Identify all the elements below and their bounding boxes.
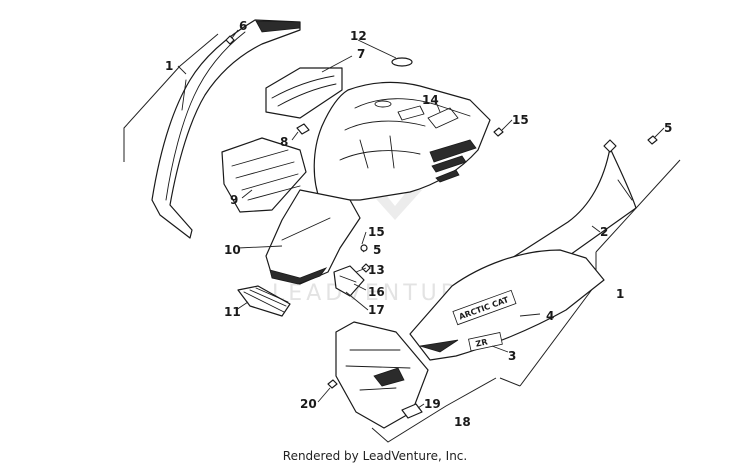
callout-16: 16 (368, 285, 385, 299)
part-louver (221, 137, 307, 213)
callout-19: 19 (424, 397, 441, 411)
callout-4: 4 (546, 309, 554, 323)
callout-15-mid: 15 (368, 225, 385, 239)
callout-12: 12 (350, 29, 367, 43)
callout-15-top: 15 (512, 113, 529, 127)
callout-14: 14 (422, 93, 439, 107)
bracket-left-panel (123, 33, 219, 162)
leader-lines (177, 29, 665, 409)
footer-credit: Rendered by LeadVenture, Inc. (282, 449, 468, 463)
callout-18: 18 (454, 415, 471, 429)
callout-5-top: 5 (664, 121, 672, 135)
part-screw-5 (647, 135, 658, 145)
callout-9: 9 (230, 193, 238, 207)
callout-8: 8 (280, 135, 288, 149)
part-side-panel-left (151, 19, 301, 239)
callout-6: 6 (239, 19, 247, 33)
callout-20: 20 (300, 397, 317, 411)
callout-7: 7 (357, 47, 365, 61)
callout-11: 11 (224, 305, 241, 319)
part-lower-nose (265, 189, 361, 285)
part-side-panel-right-lower: ARCTIC CAT ZR (409, 249, 605, 361)
callout-1-left: 1 (165, 59, 173, 73)
decal-model-text: ZR (475, 337, 489, 348)
watermark-logo-icon (368, 190, 422, 220)
decal-brand-plate (452, 289, 517, 326)
decal-model: ZR (468, 332, 503, 352)
part-vents-14 (397, 105, 459, 129)
part-hood (313, 81, 491, 201)
callout-1-right: 1 (616, 287, 624, 301)
part-clip-8 (296, 123, 310, 135)
part-oval-badge (391, 57, 413, 67)
callout-13: 13 (368, 263, 385, 277)
part-bracket-group (333, 244, 371, 297)
callout-2: 2 (600, 225, 608, 239)
decal-model-plate (468, 332, 503, 352)
callout-10: 10 (224, 243, 241, 257)
callout-3: 3 (508, 349, 516, 363)
part-belly-pan (327, 321, 429, 429)
callout-labels: 1 6 12 7 14 15 5 8 9 10 2 15 5 13 16 17 … (165, 19, 672, 429)
part-screw-15 (493, 127, 504, 137)
callout-5-mid: 5 (373, 243, 381, 257)
callout-17: 17 (368, 303, 385, 317)
part-mesh-screen (237, 285, 291, 317)
part-windshield (265, 67, 343, 119)
bracket-belly-pan (371, 377, 497, 443)
